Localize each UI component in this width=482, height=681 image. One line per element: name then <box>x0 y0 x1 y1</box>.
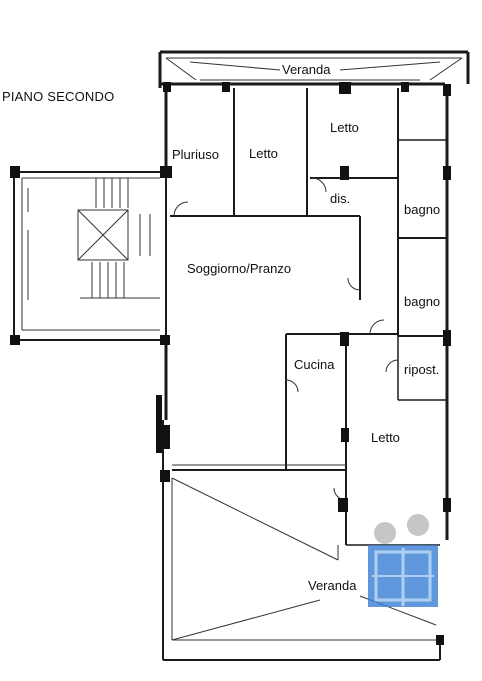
room-label-letto-1: Letto <box>249 146 278 161</box>
room-label-cucina: Cucina <box>294 357 335 372</box>
room-label-soggiorno: Soggiorno/Pranzo <box>187 261 292 276</box>
room-label-letto-3: Letto <box>371 430 400 445</box>
exterior-walls <box>158 50 470 661</box>
veranda-bottom-area <box>171 477 437 641</box>
room-label-disimpegno: dis. <box>330 191 351 206</box>
room-label-ripostiglio: ripost. <box>404 362 440 377</box>
veranda-top-area <box>165 57 463 81</box>
pillars <box>10 82 451 645</box>
room-label-veranda-top: Veranda <box>282 62 331 77</box>
room-label-veranda-bottom: Veranda <box>308 578 357 593</box>
room-label-pluriuso: Pluriuso <box>172 147 219 162</box>
room-label-bagno-2: bagno <box>404 294 441 309</box>
stair-block <box>13 171 167 341</box>
room-label-bagno-1: bagno <box>404 202 441 217</box>
room-label-letto-2: Letto <box>330 120 359 135</box>
page-title: PIANO SECONDO <box>2 89 115 104</box>
watermark-logo <box>368 514 438 607</box>
